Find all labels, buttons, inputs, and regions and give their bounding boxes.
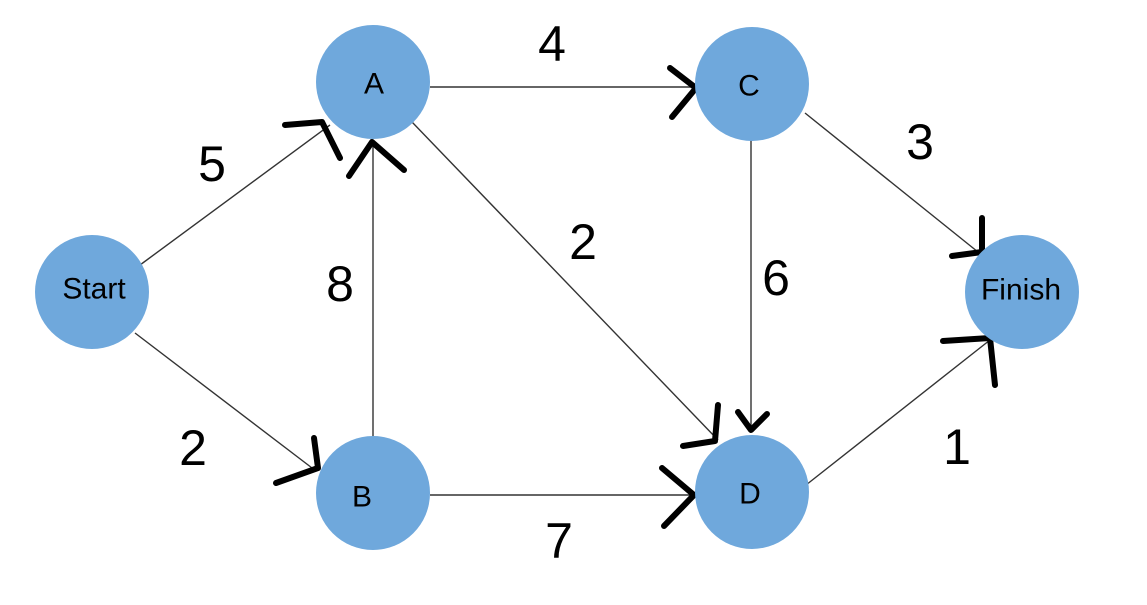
arrowhead-into-c-from-a	[667, 65, 699, 120]
weight-d-finish: 1	[943, 419, 971, 475]
weight-c-d: 6	[762, 250, 790, 306]
node-b-label: B	[352, 481, 372, 514]
node-d: D	[695, 435, 809, 549]
node-start-label: Start	[62, 273, 126, 306]
node-finish-circle	[965, 235, 1079, 349]
arrowhead-into-finish-from-d	[940, 335, 998, 388]
node-finish: Finish	[965, 235, 1079, 349]
weight-b-d: 7	[545, 513, 573, 569]
node-b-circle	[316, 436, 430, 550]
node-a-circle	[316, 25, 430, 139]
edge-start-b	[134, 332, 317, 472]
weight-b-a: 8	[326, 256, 354, 312]
edge-c-finish	[804, 112, 979, 253]
edges	[134, 86, 991, 496]
node-d-circle	[695, 435, 809, 549]
node-start-circle	[35, 235, 149, 349]
weight-a-d: 2	[569, 214, 597, 270]
arrowhead-into-a-from-b	[346, 139, 407, 179]
node-start: Start	[35, 235, 149, 349]
arrowhead-into-b-from-start	[273, 435, 321, 486]
node-c-circle	[695, 27, 809, 141]
arrowhead-into-finish-from-c	[949, 215, 985, 259]
node-a: A	[316, 25, 430, 139]
node-c-label: C	[738, 70, 760, 103]
node-a-label: A	[364, 68, 384, 101]
edge-a-d	[411, 121, 719, 441]
edge-d-finish	[805, 339, 991, 486]
arrowhead-into-a-from-start	[282, 119, 343, 161]
nodes: Start A B C D Finish	[35, 25, 1079, 550]
node-c: C	[695, 27, 809, 141]
arrowhead-into-d-from-a	[680, 402, 721, 449]
edge-start-a	[139, 124, 331, 266]
node-finish-label: Finish	[981, 274, 1061, 307]
arrowhead-into-d-from-c	[735, 409, 770, 433]
weight-a-c: 4	[538, 16, 566, 72]
arrowhead-into-d-from-b	[659, 465, 697, 529]
edge-weights: 5 2 8 4 2 7 6 3 1	[179, 16, 971, 569]
weight-start-a: 5	[198, 136, 226, 192]
node-d-label: D	[739, 478, 761, 511]
node-b: B	[316, 436, 430, 550]
weight-start-b: 2	[179, 420, 207, 476]
weight-c-finish: 3	[906, 114, 934, 170]
